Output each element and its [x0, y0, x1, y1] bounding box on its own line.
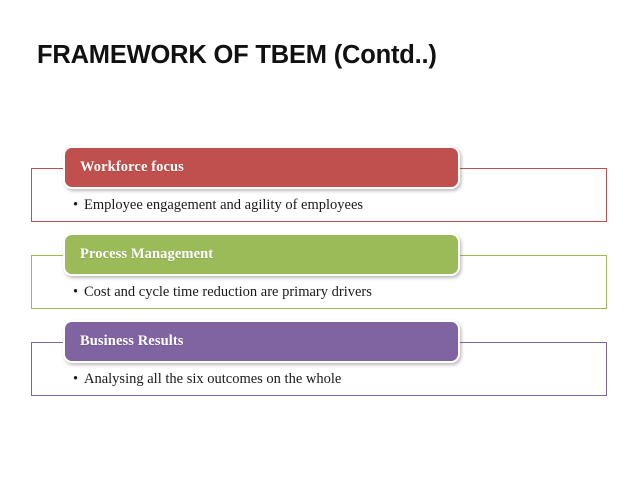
bullet-point-icon: •	[73, 197, 79, 213]
page-title: FRAMEWORK OF TBEM (Contd..)	[37, 41, 437, 69]
bullet-list-item: • Employee engagement and agility of emp…	[73, 197, 363, 214]
group-header-pill[interactable]: Process Management	[63, 233, 460, 276]
bullet-point-icon: •	[73, 371, 79, 387]
bullet-list-item: • Cost and cycle time reduction are prim…	[73, 284, 372, 301]
group-header-pill[interactable]: Business Results	[63, 320, 460, 363]
bullet-point-icon: •	[73, 284, 79, 300]
group-header-label: Process Management	[80, 246, 214, 262]
bullet-item-text: Employee engagement and agility of emplo…	[84, 197, 364, 213]
group-header-label: Workforce focus	[80, 159, 184, 175]
bullet-item-text: Analysing all the six outcomes on the wh…	[84, 371, 342, 387]
bullet-list-item: • Analysing all the six outcomes on the …	[73, 371, 341, 388]
group-header-label: Business Results	[80, 333, 184, 349]
bullet-item-text: Cost and cycle time reduction are primar…	[84, 284, 372, 300]
group-header-pill[interactable]: Workforce focus	[63, 146, 460, 189]
